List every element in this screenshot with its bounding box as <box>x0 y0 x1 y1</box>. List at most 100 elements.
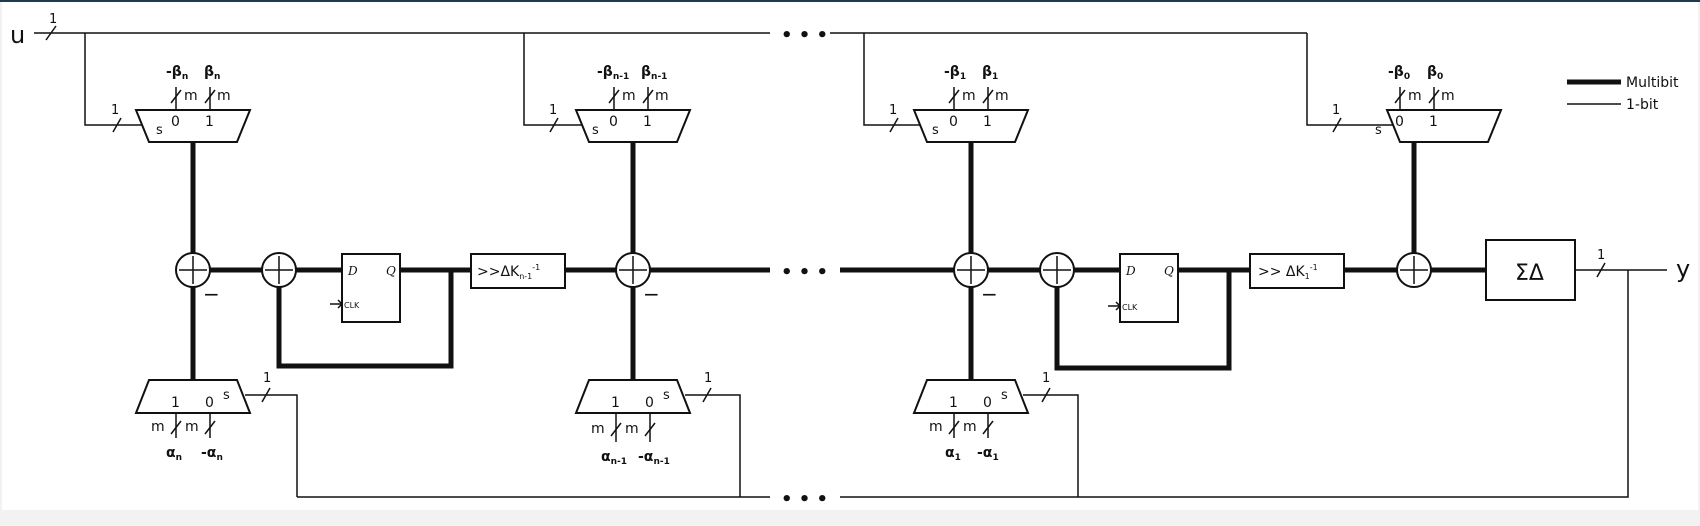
top-select-width-n: 1 <box>111 103 119 118</box>
mux-select-label: s <box>1375 123 1382 138</box>
mux-input-0-label: 0 <box>609 114 618 130</box>
mux-input-0-label: 0 <box>171 114 180 130</box>
beta-pos-n-label: βn <box>204 64 220 82</box>
bottom-select-width-n: 1 <box>263 371 271 386</box>
bus-width-m: m <box>1441 88 1455 104</box>
bottom-select-width-n-1: 1 <box>704 371 712 386</box>
alpha-pos-n-1-label: αn-1 <box>601 449 627 467</box>
input-wire <box>34 25 1307 41</box>
bus-width-m: m <box>217 88 231 104</box>
bus-width-m: m <box>591 421 605 437</box>
top-mux-n <box>134 87 252 143</box>
adder-n-1-main <box>615 252 651 288</box>
middle-ellipsis: • • • <box>781 262 828 283</box>
shift-block-1 <box>1249 253 1345 289</box>
mux-select-label: s <box>592 123 599 138</box>
bus-width-m: m <box>185 419 199 435</box>
top-select-width-n-1: 1 <box>549 103 557 118</box>
beta-neg-1-label: -β1 <box>944 64 966 82</box>
top-mux-1 <box>912 87 1030 143</box>
mux-input-0-label: 0 <box>205 395 214 411</box>
mux-input-0-label: 0 <box>645 395 654 411</box>
adder-n-integrator <box>261 252 297 288</box>
mux-select-label: s <box>156 123 163 138</box>
mux-input-1-label: 1 <box>171 395 180 411</box>
diagram-canvas <box>2 2 1698 510</box>
top-select-wires <box>84 33 1395 133</box>
input-u-label: u <box>10 21 25 49</box>
alpha-neg-n-1-label: -αn-1 <box>638 449 670 467</box>
sigma-delta-label: ΣΔ <box>1515 261 1544 286</box>
mux-input-1-label: 1 <box>205 114 214 130</box>
mux-input-1-label: 1 <box>611 395 620 411</box>
mux-input-1-label: 1 <box>1429 114 1438 130</box>
beta-pos-1-label: β1 <box>982 64 998 82</box>
mux-input-1-label: 1 <box>949 395 958 411</box>
beta-pos-0-label: β0 <box>1427 64 1443 82</box>
bottom-select-width-1: 1 <box>1042 371 1050 386</box>
mux-input-0-label: 0 <box>1395 114 1404 130</box>
mux-input-1-label: 1 <box>983 114 992 130</box>
bus-width-m: m <box>622 88 636 104</box>
adder-0-main <box>1396 252 1432 288</box>
beta-pos-n-1-label: βn-1 <box>641 64 667 82</box>
minus-sign-n: − <box>203 282 220 306</box>
bus-width-m: m <box>963 419 977 435</box>
dff-clk-label: CLK <box>1122 303 1138 312</box>
bus-width-m: m <box>962 88 976 104</box>
top-ellipsis: • • • <box>781 25 828 46</box>
mux-select-label: s <box>663 388 670 403</box>
alpha-neg-n-label: -αn <box>201 445 223 463</box>
minus-sign-1: − <box>981 282 998 306</box>
window-top-border <box>0 0 1700 2</box>
bottom-mux-n-1 <box>574 379 692 442</box>
bus-width-m: m <box>929 419 943 435</box>
legend-1bit-label: 1-bit <box>1626 97 1659 113</box>
dff-q-label: Q <box>1164 264 1174 278</box>
beta-neg-0-label: -β0 <box>1388 64 1410 82</box>
sigma-delta-block <box>1485 239 1576 301</box>
alpha-neg-1-label: -α1 <box>977 445 999 463</box>
legend-multibit-label: Multibit <box>1626 75 1679 91</box>
mux-input-1-label: 1 <box>643 114 652 130</box>
input-bitwidth-label: 1 <box>49 12 57 27</box>
bus-width-m: m <box>625 421 639 437</box>
legend <box>1567 79 1621 105</box>
mux-select-label: s <box>223 388 230 403</box>
dff-d-label: D <box>1125 264 1136 278</box>
dff-q-label: Q <box>386 264 396 278</box>
beta-neg-n-label: -βn <box>166 64 188 82</box>
dff-d-label: D <box>347 264 358 278</box>
top-select-width-0: 1 <box>1332 103 1340 118</box>
shift-block-1-label: >> ΔK1-1 <box>1258 263 1318 281</box>
top-mux-n-1 <box>574 87 692 143</box>
bus-width-m: m <box>151 419 165 435</box>
adder-n-main <box>175 252 211 288</box>
adder-1-main <box>953 252 989 288</box>
beta-neg-n-1-label: -βn-1 <box>597 64 629 82</box>
dff-n <box>330 253 401 323</box>
minus-sign-n-1: − <box>643 282 660 306</box>
top-select-width-1: 1 <box>889 103 897 118</box>
multibit-bus <box>190 142 1486 380</box>
output-bitwidth-label: 1 <box>1597 248 1605 263</box>
bus-width-m: m <box>655 88 669 104</box>
bus-width-m: m <box>1408 88 1422 104</box>
shift-block-n-label: >>ΔKn-1-1 <box>477 263 540 281</box>
dff-clk-label: CLK <box>344 301 360 310</box>
bus-width-m: m <box>995 88 1009 104</box>
alpha-pos-n-label: αn <box>166 445 182 463</box>
bottom-mux-n <box>134 379 252 438</box>
output-y-label: y <box>1676 255 1690 283</box>
alpha-pos-1-label: α1 <box>945 445 961 463</box>
dff-1 <box>1108 253 1179 323</box>
output-wire <box>1575 262 1667 278</box>
bottom-feedback-wires <box>245 270 1629 498</box>
adder-1-integrator <box>1039 252 1075 288</box>
mux-input-0-label: 0 <box>949 114 958 130</box>
mux-select-label: s <box>932 123 939 138</box>
bottom-mux-1 <box>912 379 1030 438</box>
mux-select-label: s <box>1001 388 1008 403</box>
shift-block-n <box>470 253 566 289</box>
